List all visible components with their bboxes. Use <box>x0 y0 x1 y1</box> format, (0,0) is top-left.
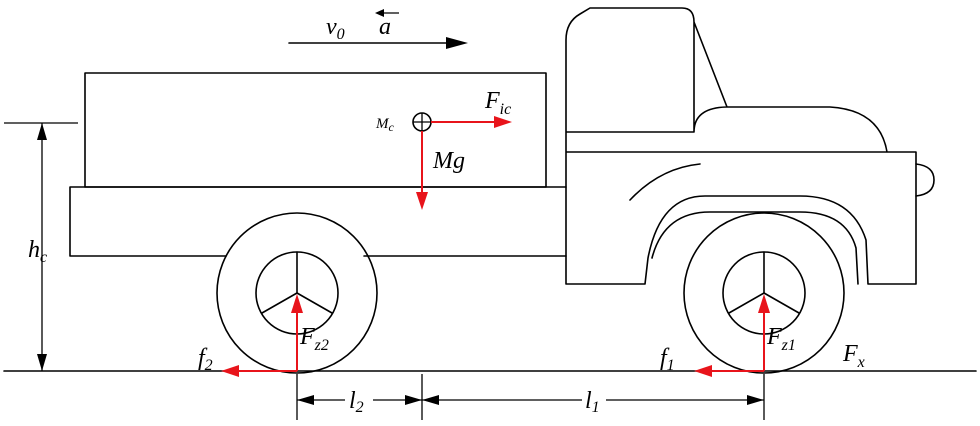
label-l2: l2 <box>349 388 364 416</box>
velocity-arrow <box>288 37 468 49</box>
gravity-arrow <box>416 131 428 210</box>
wheelbase-dimensions <box>296 374 765 420</box>
front-friction-arrow <box>694 365 764 377</box>
label-Mg: Mg <box>432 148 465 174</box>
chassis-frame <box>69 186 567 257</box>
truck-cab <box>565 7 917 285</box>
cargo-box <box>84 72 547 188</box>
label-Fic: Fic <box>484 88 511 118</box>
label-f1: f1 <box>660 345 675 374</box>
rear-wheel <box>216 212 378 374</box>
label-hc: hc <box>28 237 47 266</box>
label-Fx: Fx <box>842 341 865 371</box>
inertial-force-arrow <box>431 116 512 128</box>
wheel-arch-inner <box>651 211 859 285</box>
front-bumper-nose <box>915 163 935 197</box>
front-normal-force-arrow <box>758 294 770 371</box>
label-f2: f2 <box>198 345 213 374</box>
center-of-mass-symbol <box>412 112 432 132</box>
label-Fz1: Fz1 <box>766 324 796 354</box>
hc-dimension <box>4 122 78 371</box>
label-a: a <box>379 14 391 40</box>
cab-door-curve <box>629 163 701 201</box>
label-v0: v0 <box>326 14 345 43</box>
acceleration-vector-mark <box>375 9 399 17</box>
label-Mc: Mc <box>375 116 395 134</box>
label-Fz2: Fz2 <box>299 324 329 354</box>
rear-normal-force-arrow <box>291 294 303 371</box>
rear-friction-arrow <box>221 365 297 377</box>
label-l1: l1 <box>585 388 600 416</box>
